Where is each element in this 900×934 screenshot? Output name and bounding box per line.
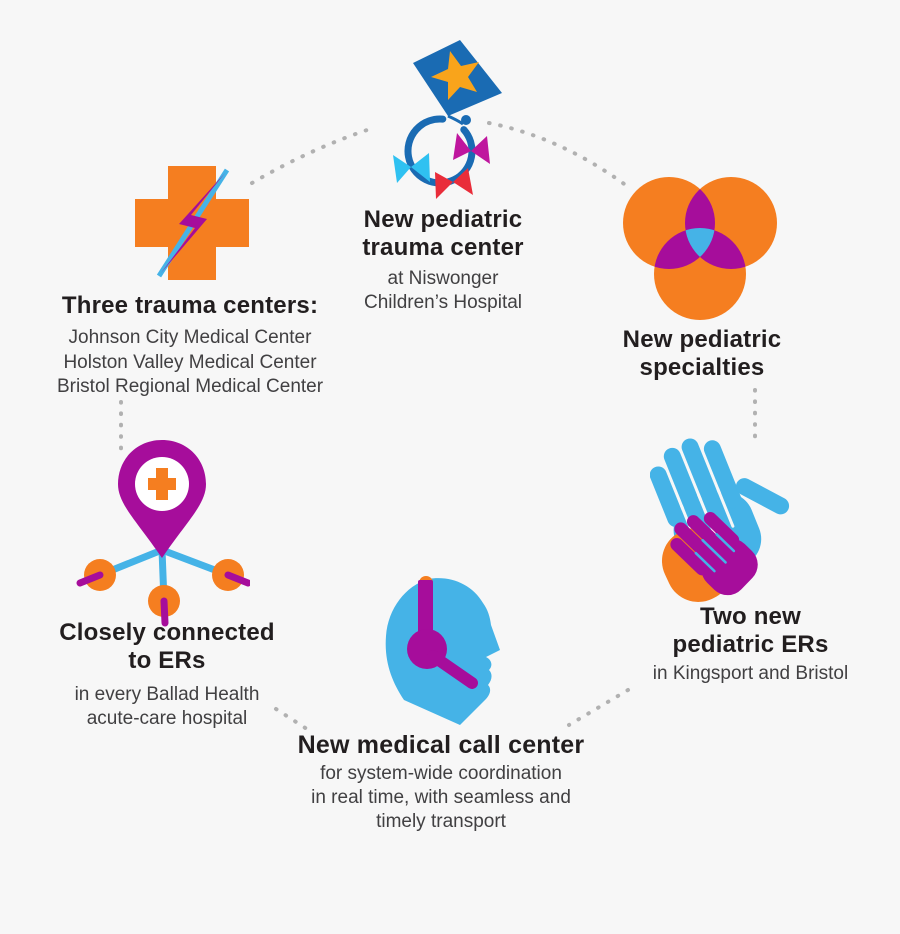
trauma-centers-list: Johnson City Medical Center Holston Vall…	[30, 326, 350, 400]
group-trauma-centers: Three trauma centers: Johnson City Medic…	[30, 292, 350, 400]
headset-mic-boom	[427, 650, 478, 689]
pin-cross	[148, 468, 176, 500]
trauma-centers-title: Three trauma centers:	[61, 292, 319, 319]
network-stub-right	[224, 571, 250, 587]
call-center-subtitle: for system-wide coordination in real tim…	[311, 763, 571, 832]
hands-icon	[650, 438, 790, 602]
list-item: Bristol Regional Medical Center	[56, 376, 324, 397]
connected-ers-title: Closely connected to ERs	[59, 619, 275, 674]
pediatric-specialties-title: New pediatric specialties	[622, 326, 782, 381]
call-center-title: New medical call center	[297, 731, 585, 759]
headset-head-icon	[385, 576, 500, 725]
network-stub-left	[76, 571, 104, 587]
pediatric-ers-title: Two new pediatric ERs	[672, 603, 829, 658]
pediatric-ers-subtitle: in Kingsport and Bristol	[652, 663, 849, 684]
pediatric-trauma-center-subtitle: at Niswonger Children’s Hospital	[363, 268, 523, 313]
child-hand	[670, 511, 758, 596]
list-item: Johnson City Medical Center	[68, 327, 312, 348]
connected-ers-subtitle: in every Ballad Health acute-care hospit…	[74, 684, 260, 729]
lightning-bolt	[161, 173, 225, 273]
kite-string-knot	[461, 115, 471, 125]
kite-bow-cyan	[393, 153, 430, 183]
headset-band	[418, 580, 433, 634]
medical-cross-lightning-icon	[135, 166, 249, 280]
kite-star	[431, 51, 479, 100]
connector-cross-to-kite	[250, 127, 372, 185]
kite-icon	[393, 40, 502, 199]
connector-connected-to-callcenter	[274, 707, 312, 733]
kite-bow-magenta	[453, 133, 490, 164]
kite-tail-loop	[404, 115, 476, 187]
venn-circles-icon	[623, 177, 777, 320]
group-connected-ers: Closely connected to ERs in every Ballad…	[22, 619, 312, 731]
connector-hands-to-callcenter	[567, 688, 630, 727]
map-pin-network-icon	[76, 440, 250, 627]
list-item: Holston Valley Medical Center	[63, 351, 317, 373]
venn-overlap-right	[685, 228, 746, 269]
connector-kite-to-venn	[487, 121, 629, 188]
group-pediatric-specialties: New pediatric specialties	[592, 326, 812, 382]
network-stub-bottom	[160, 597, 169, 627]
kite-bow-red	[435, 168, 473, 199]
group-pediatric-trauma-center: New pediatric trauma center at Niswonger…	[305, 206, 581, 315]
group-call-center: New medical call center for system-wide …	[275, 730, 607, 834]
venn-overlap-left	[654, 228, 715, 269]
pediatric-trauma-center-title: New pediatric trauma center	[362, 206, 524, 261]
group-pediatric-ers: Two new pediatric ERs in Kingsport and B…	[628, 603, 873, 686]
kite-string	[447, 114, 464, 126]
